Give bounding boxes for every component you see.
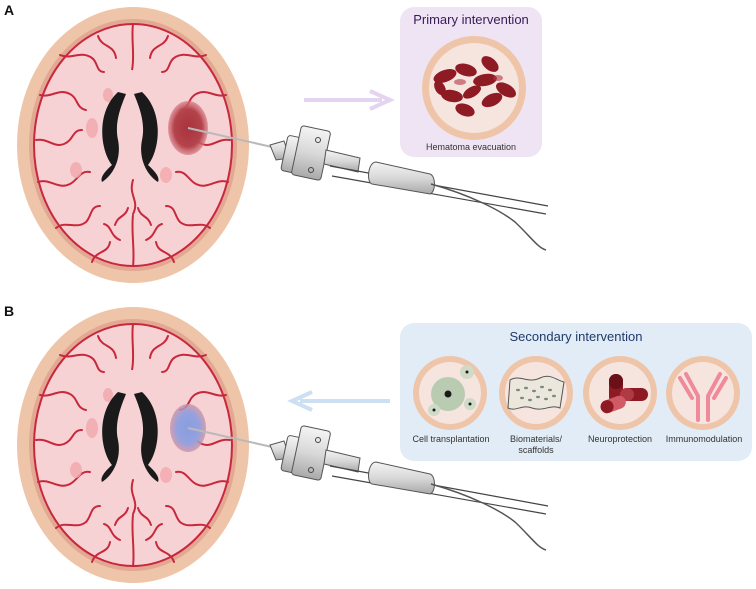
arrow-from-secondary xyxy=(287,390,390,412)
biomaterials-scaffolds-label: Biomaterials/ scaffolds xyxy=(509,434,563,455)
cells-icon xyxy=(413,356,487,430)
secondary-intervention-box xyxy=(400,323,752,461)
hematoma-evacuation-label: Hematoma evacuation xyxy=(425,142,517,152)
antibody-icon xyxy=(666,356,740,430)
neuroprotection-label: Neuroprotection xyxy=(587,434,653,444)
immunomodulation-label: Immunomodulation xyxy=(665,434,743,444)
secondary-intervention-title: Secondary intervention xyxy=(509,329,643,344)
brain-illustration-b xyxy=(16,306,250,584)
capsules-icon xyxy=(583,356,657,430)
brain-illustration-a xyxy=(16,6,250,284)
cell-transplantation-label: Cell transplantation xyxy=(412,434,490,444)
panel-label-b: B xyxy=(4,303,15,319)
primary-intervention-title: Primary intervention xyxy=(413,12,529,27)
panel-label-a: A xyxy=(4,2,15,18)
scaffold-icon xyxy=(499,356,573,430)
arrow-to-primary xyxy=(304,89,395,111)
hematoma-evacuation-icon xyxy=(422,36,526,140)
